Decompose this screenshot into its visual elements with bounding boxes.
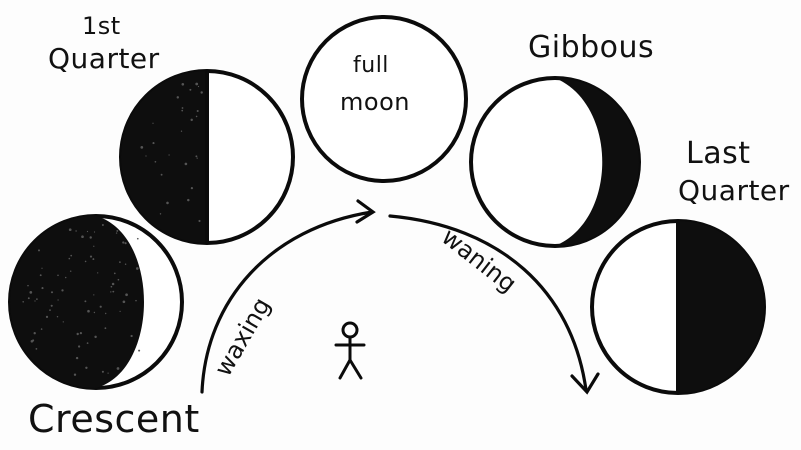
observer-stick-figure-icon: [336, 323, 364, 378]
first-quarter-moon-shadow: [121, 71, 207, 243]
crescent-moon: [10, 216, 182, 388]
crescent-label: Crescent: [28, 400, 200, 440]
gibbous-label: Gibbous: [528, 32, 654, 64]
last-quarter-label-line1: Last: [686, 138, 751, 170]
first-quarter-moon: [121, 71, 293, 243]
first-quarter-label-line2: Quarter: [48, 44, 160, 73]
waxing-label: waxing: [209, 293, 276, 381]
waxing-arrowhead: [357, 201, 373, 222]
last-quarter-label-line2: Quarter: [678, 176, 790, 205]
full-moon-label-line2: moon: [340, 90, 410, 115]
first-quarter-label-line1: 1st: [82, 14, 121, 39]
last-quarter-moon-shadow: [678, 221, 764, 393]
full-moon-label-line1: full: [353, 54, 389, 77]
gibbous-moon: [471, 78, 639, 246]
last-quarter-moon: [592, 221, 764, 393]
